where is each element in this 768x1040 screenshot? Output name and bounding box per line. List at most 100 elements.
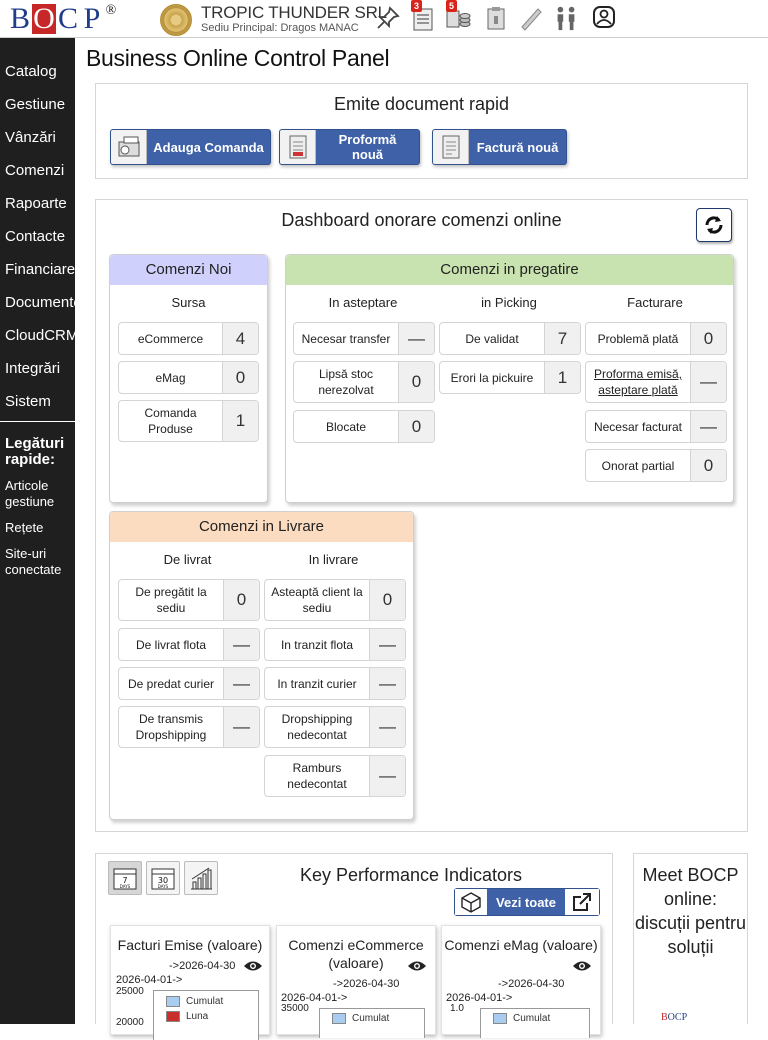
kpi-emag-card[interactable]: Comenzi eMag (valoare) ->2026-04-30 2026… <box>441 925 601 1038</box>
legend-cumulat: Cumulat <box>493 1013 550 1024</box>
waiting-column-header: In asteptare <box>328 295 398 310</box>
period-sub: DAYS <box>158 884 169 889</box>
order-tile-dropshipping-nedecontat[interactable]: Dropshipping nedecontat — <box>264 706 406 748</box>
add-order-button[interactable]: Adauga Comanda <box>110 129 271 165</box>
top-bar: B O C P ® TROPIC THUNDER SRL Sediu Princ… <box>0 0 768 38</box>
tile-value: 0 <box>398 362 434 402</box>
order-tile-blocate[interactable]: Blocate 0 <box>293 410 435 443</box>
dashboard-title: Dashboard onorare comenzi online <box>281 210 562 230</box>
tile-value: 0 <box>690 323 726 354</box>
order-tile-de-predat-curier[interactable]: De predat curier — <box>118 667 260 700</box>
tile-value: 0 <box>398 411 434 442</box>
company-seal-icon <box>160 4 192 36</box>
refresh-button[interactable] <box>696 208 732 242</box>
order-tile-in-tranzit-flota[interactable]: In tranzit flota — <box>264 628 406 661</box>
sidebar-item-financiare[interactable]: Financiare <box>5 261 75 278</box>
sidebar-item-gestiune[interactable]: Gestiune <box>5 96 66 113</box>
company-headquarters: Sediu Principal: Dragos MANAC <box>201 22 359 34</box>
order-tile-ramburs-nedecontat[interactable]: Ramburs nedecontat — <box>264 755 406 797</box>
order-tile-ecommerce[interactable]: eCommerce 4 <box>118 322 259 355</box>
order-tile-asteapta-client[interactable]: Asteaptă client la sediu 0 <box>264 579 406 621</box>
page-title: Business Online Control Panel <box>86 45 390 71</box>
cube-icon <box>455 889 487 915</box>
quick-link-retete[interactable]: Rețete <box>5 520 44 535</box>
proforma-icon <box>280 130 316 164</box>
source-column-header: Sursa <box>171 295 206 310</box>
stock-icon[interactable]: 5 <box>444 0 472 32</box>
order-tile-necesar-transfer[interactable]: Necesar transfer — <box>293 322 435 355</box>
kpi-card-title: Facturi Emise (valoare) <box>117 937 263 953</box>
order-tile-de-validat[interactable]: De validat 7 <box>439 322 581 355</box>
period-label: 7 <box>122 876 127 885</box>
delivery-orders-panel: Comenzi in Livrare De livrat In livrare … <box>109 511 414 820</box>
tile-value: — <box>369 707 405 747</box>
kpi-chart-area: Cumulat Luna <box>153 990 259 1040</box>
pencil-icon[interactable] <box>517 4 545 32</box>
view-all-label: Vezi toate <box>496 894 556 910</box>
order-tile-de-pregatit[interactable]: De pregătit la sediu 0 <box>118 579 260 621</box>
sidebar-item-catalog[interactable]: Catalog <box>5 63 57 80</box>
kpi-range-from: 2026-04-01-> <box>446 992 513 1004</box>
tile-value: — <box>369 756 405 796</box>
kpi-ecommerce-card[interactable]: Comenzi eCommerce (valoare) ->2026-04-30… <box>276 925 436 1038</box>
tile-label: Blocate <box>325 419 367 434</box>
trend-chart-button[interactable] <box>184 861 218 895</box>
trend-chart-icon <box>191 867 212 890</box>
tile-label-link[interactable]: Proforma emisă, asteptare plată <box>593 367 683 397</box>
order-tile-onorat-partial[interactable]: Onorat partial 0 <box>585 449 727 482</box>
dashboard-card: Dashboard onorare comenzi online Comenzi… <box>95 199 748 832</box>
company-name: TROPIC THUNDER SRL <box>201 3 387 22</box>
sidebar-item-cloudcrm[interactable]: CloudCRM <box>5 327 75 344</box>
meet-bocp-card[interactable]: Meet BOCP online: discuții pentru soluți… <box>633 853 748 1024</box>
tile-label: eCommerce <box>137 331 204 346</box>
order-tile-necesar-facturat[interactable]: Necesar facturat — <box>585 410 727 443</box>
order-tile-proforma-emisa[interactable]: Proforma emisă, asteptare plată — <box>585 361 727 403</box>
document-list-icon[interactable]: 3 <box>409 0 437 32</box>
order-tile-de-transmis-dropshipping[interactable]: De transmis Dropshipping — <box>118 706 260 748</box>
sidebar-item-contacte[interactable]: Contacte <box>5 228 66 245</box>
new-orders-title: Comenzi Noi <box>110 255 267 285</box>
external-link-icon <box>565 889 599 915</box>
sidebar-item-documente[interactable]: Documente <box>5 294 75 311</box>
order-tile-erori-pickuire[interactable]: Erori la pickuire 1 <box>439 361 581 394</box>
order-tile-de-livrat-flota[interactable]: De livrat flota — <box>118 628 260 661</box>
kpi-range-to: ->2026-04-30 <box>169 960 236 972</box>
users-icon[interactable] <box>552 4 580 32</box>
order-tile-in-tranzit-curier[interactable]: In tranzit curier — <box>264 667 406 700</box>
company-info[interactable]: TROPIC THUNDER SRL Sediu Principal: Drag… <box>201 3 387 35</box>
preparing-orders-title: Comenzi in pregatire <box>286 255 733 285</box>
account-icon[interactable] <box>590 4 618 32</box>
clipboard-icon[interactable] <box>482 4 510 32</box>
new-proforma-button[interactable]: Proformă nouă <box>279 129 420 165</box>
order-tile-problema-plata[interactable]: Problemă plată 0 <box>585 322 727 355</box>
bocp-logo[interactable]: B O C P ® <box>8 2 118 36</box>
order-tile-emag[interactable]: eMag 0 <box>118 361 259 394</box>
meet-bocp-logo: BOCP <box>661 1012 688 1023</box>
pin-icon[interactable] <box>374 4 402 32</box>
quick-link-articole[interactable]: Articole gestiune <box>5 478 55 509</box>
legend-label: Luna <box>186 1011 209 1022</box>
sidebar-item-comenzi[interactable]: Comenzi <box>5 162 65 179</box>
kpi-range-to: ->2026-04-30 <box>498 978 565 990</box>
new-invoice-button[interactable]: Factură nouă <box>432 129 567 165</box>
tile-label: De pregătit la sediu <box>135 585 207 615</box>
sidebar-item-sistem[interactable]: Sistem <box>5 393 51 410</box>
tile-value: 4 <box>222 323 258 354</box>
sidebar-item-rapoarte[interactable]: Rapoarte <box>5 195 67 212</box>
quick-link-site-uri[interactable]: Site-uri conectate <box>5 546 62 577</box>
register-icon <box>111 130 147 164</box>
tile-label: Asteaptă client la sediu <box>271 585 363 615</box>
sidebar-item-vanzari[interactable]: Vânzări <box>5 129 56 146</box>
view-all-button[interactable]: Vezi toate <box>454 888 600 916</box>
sidebar-item-integrari[interactable]: Integrări <box>5 360 61 377</box>
kpi-range-from: 2026-04-01-> <box>116 974 183 986</box>
order-tile-comanda-produse[interactable]: Comanda Produse 1 <box>118 400 259 442</box>
tile-value: — <box>369 668 405 699</box>
kpi-invoices-card[interactable]: Facturi Emise (valoare) ->2026-04-30 202… <box>110 925 270 1040</box>
tile-label: Necesar transfer <box>301 331 391 346</box>
legend-cumulat: Cumulat <box>166 996 223 1007</box>
order-tile-lipsa-stoc[interactable]: Lipsă stoc nerezolvat 0 <box>293 361 435 403</box>
